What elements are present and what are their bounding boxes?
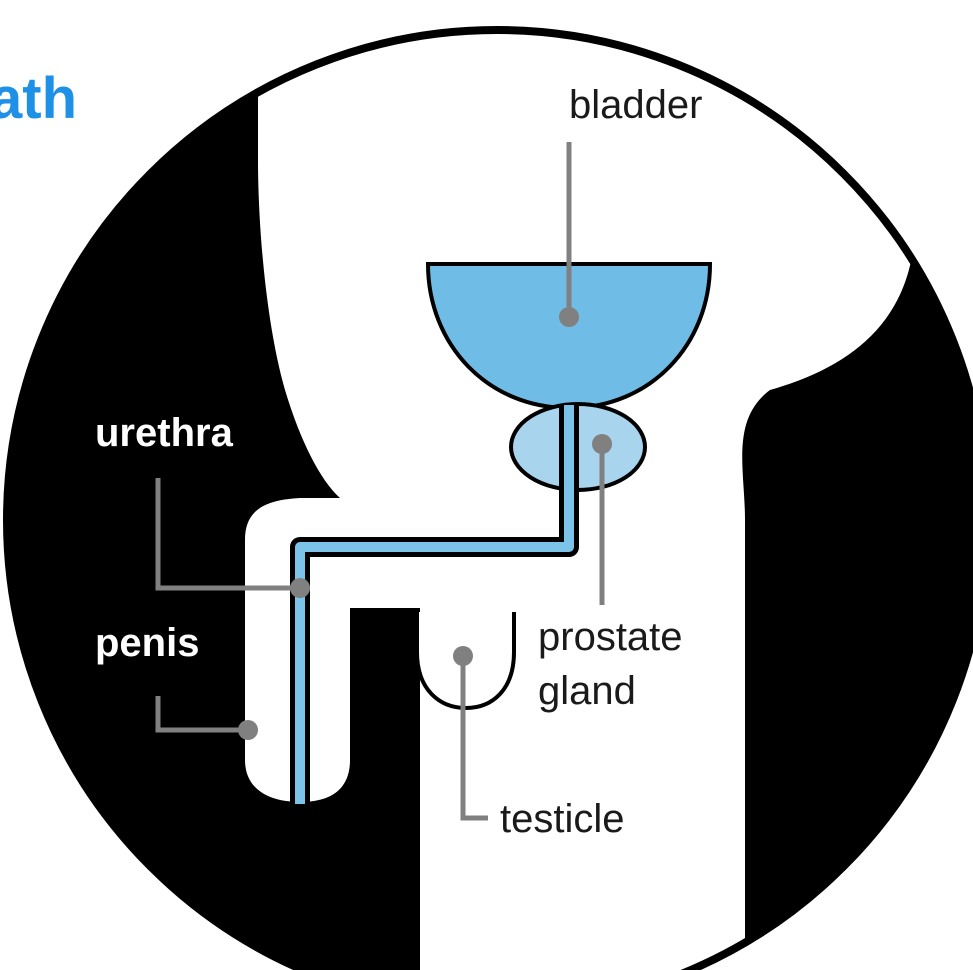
urethra-leader-dot	[290, 578, 310, 598]
bladder-leader-dot	[559, 307, 579, 327]
testicle-label: testicle	[500, 797, 625, 841]
penis-leader-dot	[238, 720, 258, 740]
prostate-label-line1: prostate	[538, 615, 683, 659]
testicle-leader-dot	[453, 646, 473, 666]
bladder-label: bladder	[569, 83, 702, 127]
prostate-leader-dot	[592, 434, 612, 454]
prostate-label-line2: gland	[538, 669, 636, 713]
page-title-fragment: ath	[0, 66, 77, 131]
penis-label: penis	[95, 621, 199, 665]
leg-gap	[350, 608, 420, 970]
urethra-label: urethra	[95, 411, 234, 455]
